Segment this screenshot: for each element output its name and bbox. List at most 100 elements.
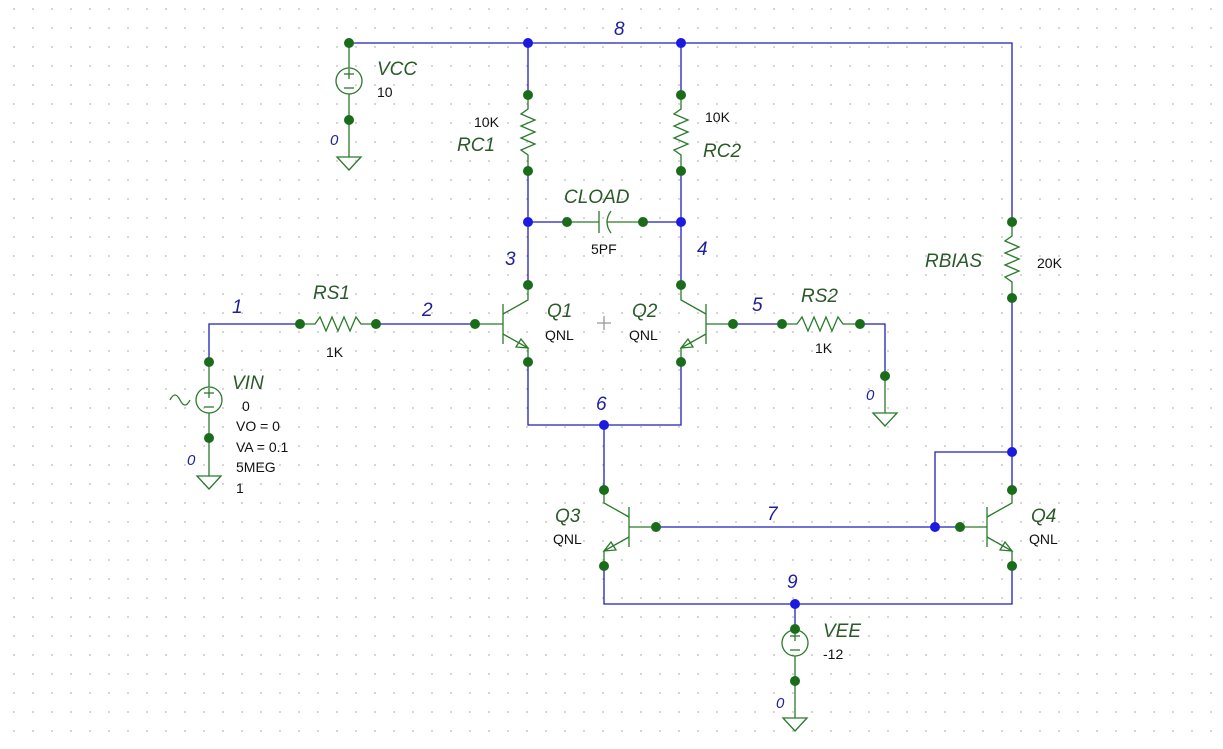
q3-model: QNL <box>553 531 582 547</box>
pin-dot[interactable] <box>1007 217 1017 227</box>
net-label-1: 1 <box>232 297 243 318</box>
pin-dot[interactable] <box>562 217 572 227</box>
wire-net-8[interactable] <box>349 42 1013 222</box>
rs1-name: RS1 <box>313 283 350 304</box>
rc2-resistor-symbol[interactable] <box>672 95 690 171</box>
origin-crosshair <box>597 316 611 330</box>
vee-name: VEE <box>823 621 861 642</box>
wire-q4-diode[interactable] <box>934 451 1012 527</box>
vin-value: 0 <box>242 398 250 414</box>
net-label-7: 7 <box>767 504 779 525</box>
pin-dot[interactable] <box>470 319 480 329</box>
pin-dot[interactable] <box>523 357 533 367</box>
rs1-value: 1K <box>326 344 344 360</box>
wire-rs2-ground[interactable] <box>860 323 886 376</box>
wire-net-9[interactable] <box>603 566 1013 605</box>
rs2-resistor-symbol[interactable] <box>782 315 860 333</box>
pin-dot[interactable] <box>638 217 648 227</box>
cload-value: 5PF <box>591 241 617 257</box>
junction-dot <box>523 38 533 48</box>
vee-value: -12 <box>823 646 843 662</box>
pin-dot[interactable] <box>295 319 305 329</box>
cload-capacitor-symbol[interactable] <box>567 210 643 234</box>
pin-dot[interactable] <box>523 280 533 290</box>
pin-dot[interactable] <box>728 319 738 329</box>
pin-dot[interactable] <box>676 280 686 290</box>
net-labels: 8 3 4 1 2 5 6 7 9 <box>232 19 798 593</box>
ground-labels: 0 0 0 0 <box>187 132 875 712</box>
vcc-name: VCC <box>377 59 417 80</box>
rs2-ground-label: 0 <box>866 387 875 404</box>
net-label-5: 5 <box>752 295 763 316</box>
vin-vo: VO = 0 <box>236 418 280 434</box>
pin-dot[interactable] <box>599 485 609 495</box>
pin-dot[interactable] <box>880 371 890 381</box>
pin-dot[interactable] <box>204 433 214 443</box>
vcc-ground-label: 0 <box>330 132 339 149</box>
q4-model: QNL <box>1029 531 1058 547</box>
rc1-value: 10K <box>474 114 500 130</box>
rc1-name: RC1 <box>457 135 495 156</box>
rc1-resistor-symbol[interactable] <box>519 95 537 171</box>
pin-dot[interactable] <box>676 357 686 367</box>
pin-dot[interactable] <box>955 522 965 532</box>
pin-dot[interactable] <box>1007 561 1017 571</box>
pin-dot[interactable] <box>790 624 800 634</box>
net-label-3: 3 <box>505 249 516 270</box>
rs2-name: RS2 <box>801 286 838 307</box>
rbias-name: RBIAS <box>925 251 982 272</box>
rc2-value: 10K <box>705 109 731 125</box>
vin-ground-label: 0 <box>187 452 196 469</box>
vee-ground-label: 0 <box>776 695 785 712</box>
pin-dot[interactable] <box>676 166 686 176</box>
net-label-6: 6 <box>596 394 607 415</box>
junction-dot <box>523 217 533 227</box>
rs2-ground-symbol[interactable] <box>871 376 899 427</box>
rbias-resistor-symbol[interactable] <box>1003 222 1021 298</box>
q1-name: Q1 <box>547 301 572 322</box>
pin-dot[interactable] <box>344 38 354 48</box>
junction-dot <box>599 420 609 430</box>
q2-name: Q2 <box>632 301 658 322</box>
vin-source-symbol[interactable] <box>169 362 223 490</box>
wires <box>208 42 1013 629</box>
rc2-name: RC2 <box>703 141 741 162</box>
pin-dot[interactable] <box>651 522 661 532</box>
pin-dot[interactable] <box>523 166 533 176</box>
junction-dot <box>676 38 686 48</box>
pin-dot[interactable] <box>599 561 609 571</box>
junction-dot <box>1007 447 1017 457</box>
pin-dot[interactable] <box>523 90 533 100</box>
pin-dot[interactable] <box>676 90 686 100</box>
rbias-value: 20K <box>1037 255 1063 271</box>
pin-dot[interactable] <box>790 676 800 686</box>
vin-td: 1 <box>236 480 244 496</box>
part-labels: VCC 10 10K RC1 10K RC2 CLOAD 5PF RS1 1K … <box>232 59 1063 662</box>
pin-dot[interactable] <box>1007 293 1017 303</box>
wire-net-1[interactable] <box>208 323 300 362</box>
rs2-value: 1K <box>815 340 833 356</box>
net-label-4: 4 <box>697 239 708 260</box>
vin-name: VIN <box>232 373 264 394</box>
q4-name: Q4 <box>1031 506 1056 527</box>
junction-dot <box>930 522 940 532</box>
net-label-9: 9 <box>787 572 798 593</box>
vcc-value: 10 <box>377 84 393 100</box>
pin-dot[interactable] <box>344 115 354 125</box>
cload-name: CLOAD <box>564 187 630 208</box>
q1-model: QNL <box>545 327 574 343</box>
net-label-2: 2 <box>421 300 433 321</box>
q3-name: Q3 <box>555 506 581 527</box>
pin-dot[interactable] <box>371 319 381 329</box>
junction-dot <box>790 599 800 609</box>
net-label-8: 8 <box>614 19 625 40</box>
pin-dot[interactable] <box>204 357 214 367</box>
pin-dot[interactable] <box>777 319 787 329</box>
pin-dot[interactable] <box>1007 485 1017 495</box>
q2-model: QNL <box>629 327 658 343</box>
pin-dot[interactable] <box>855 319 865 329</box>
rs1-resistor-symbol[interactable] <box>300 315 376 333</box>
